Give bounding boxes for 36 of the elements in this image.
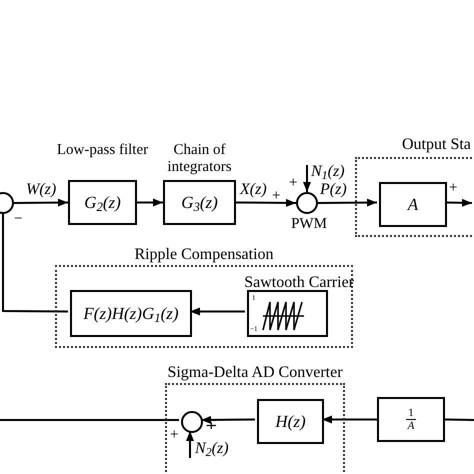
signal-label: N$_{2}$(z) — [195, 440, 229, 458]
caption-text: PWM — [290, 216, 328, 233]
fraction-numerator: 1 — [406, 407, 416, 420]
signal-arrow — [322, 416, 377, 424]
sign-label: + — [449, 181, 458, 196]
sign-label: + — [170, 428, 178, 443]
signal-arrow — [14, 198, 68, 207]
sign-label: + — [289, 176, 298, 191]
signal-arrow — [137, 198, 163, 206]
transfer-function: H(z) — [275, 410, 306, 433]
transfer-function: F(z)H(z)G$_{1}$(z) — [83, 302, 179, 326]
signal-arrow — [318, 198, 378, 207]
group-title: Output Sta — [402, 135, 471, 155]
block-title: Sawtooth Carrier — [243, 273, 354, 293]
summing-junction — [181, 411, 203, 433]
transfer-function: G$_{2}$(z) — [84, 192, 121, 216]
transfer-function: G$_{3}$(z) — [181, 192, 218, 216]
sign-label: + — [272, 189, 280, 204]
fraction-denominator: A — [408, 420, 414, 432]
group-title: Ripple Compensation — [133, 245, 275, 265]
caption-text: Low-pass filter — [56, 142, 150, 159]
block-box — [377, 397, 445, 442]
block-box — [257, 399, 324, 444]
transfer-function: A — [408, 194, 418, 216]
block-box — [379, 182, 447, 227]
signal-arrow — [303, 165, 311, 192]
signal-label: N$_{1}$(z) — [311, 163, 345, 181]
signal-label: W(z) — [26, 181, 56, 199]
signal-arrow — [186, 431, 194, 458]
signal-arrow — [236, 198, 296, 207]
block-box — [70, 290, 192, 337]
sign-label: − — [14, 212, 22, 227]
group-title: Sigma-Delta AD Converter — [167, 363, 343, 383]
signal-arrow — [190, 308, 245, 316]
signal-label: P(z) — [320, 181, 347, 199]
signal-label: X(z) — [240, 181, 267, 199]
